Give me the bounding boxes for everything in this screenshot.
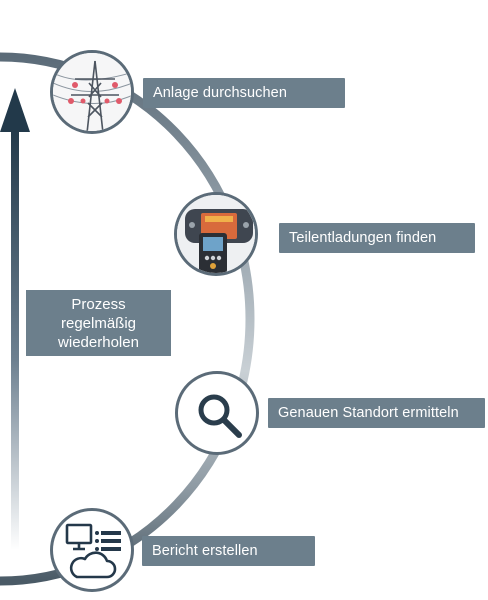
repeat-process-label: Prozess regelmäßig wiederholen <box>26 290 171 356</box>
repeat-arrow-shaft <box>11 128 19 550</box>
repeat-line-3: wiederholen <box>58 333 139 351</box>
step-circle-report <box>50 508 134 592</box>
step-circle-pylon <box>50 50 134 134</box>
step-label-search: Anlage durchsuchen <box>143 78 345 108</box>
step-circle-device <box>174 192 258 276</box>
step-label-find: Teilentladungen finden <box>279 223 475 253</box>
repeat-arrow-head <box>0 88 30 132</box>
step-circle-magnifier <box>175 371 259 455</box>
computer-cloud-report-icon <box>65 523 121 579</box>
repeat-line-2: regelmäßig <box>60 314 137 332</box>
magnifier-icon <box>198 394 242 438</box>
step-label-locate: Genauen Standort ermitteln <box>268 398 485 428</box>
repeat-line-1: Prozess <box>71 295 126 313</box>
step-label-report: Bericht erstellen <box>142 536 315 566</box>
measurement-device-icon <box>177 195 255 273</box>
power-pylon-icon <box>53 53 131 131</box>
